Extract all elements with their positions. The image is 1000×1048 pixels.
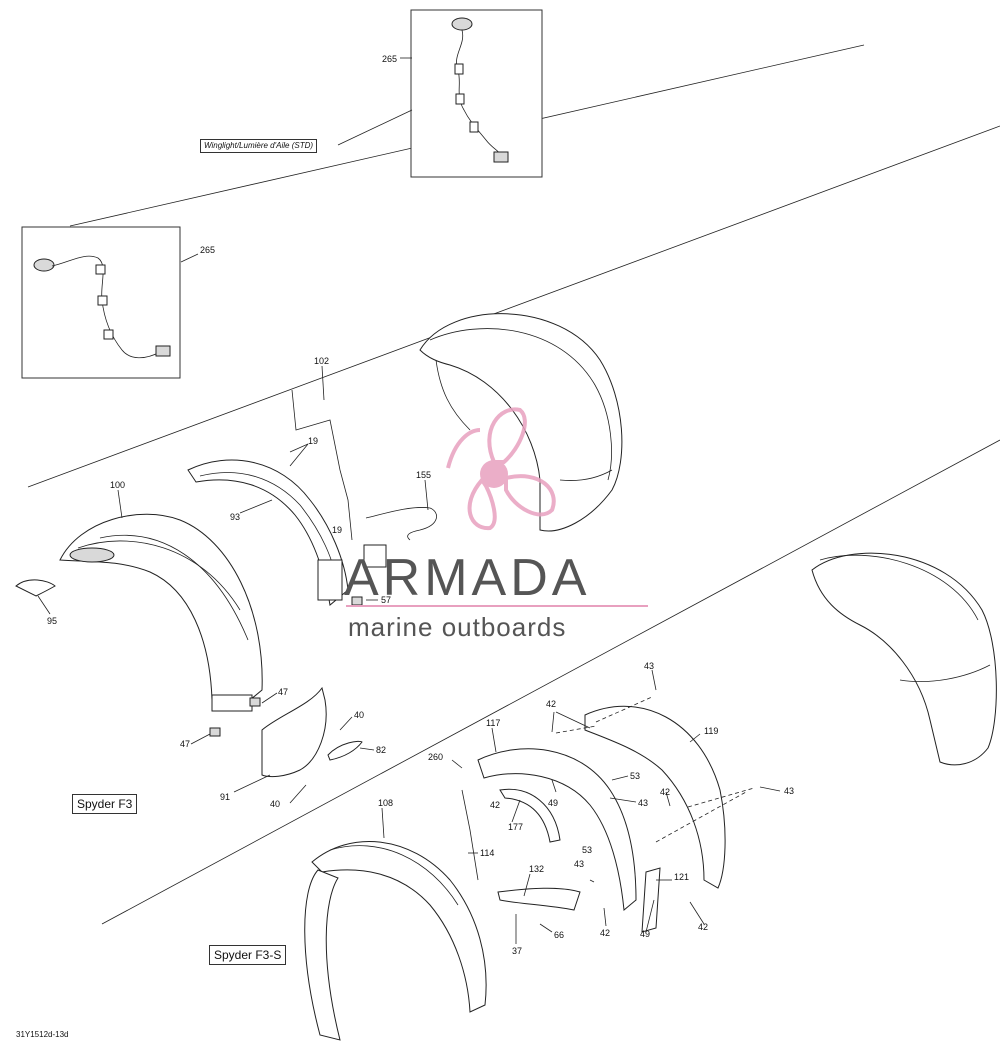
callout-53a: 53 (630, 771, 640, 781)
part-82 (327, 740, 363, 761)
callout-40b: 40 (270, 799, 280, 809)
callout-57: 57 (381, 595, 391, 605)
callout-19b: 19 (332, 525, 342, 535)
reference-code: 31Y1512d-13d (16, 1030, 69, 1039)
callout-43a: 43 (644, 661, 654, 671)
callout-47b: 47 (180, 739, 190, 749)
callout-108: 108 (378, 798, 393, 808)
leader-lines (37, 365, 781, 944)
callout-114: 114 (480, 848, 494, 858)
part-114 (461, 789, 479, 881)
dashline-3 (655, 791, 747, 843)
separator-line-bottom (101, 439, 1000, 925)
callout-42b: 42 (490, 800, 500, 810)
callout-177: 177 (508, 822, 523, 832)
wire-harness-left (33, 255, 171, 359)
leader-winglight (337, 109, 413, 146)
callout-47a: 47 (278, 687, 288, 697)
callout-53b: 53 (582, 845, 592, 855)
bracket-132 (497, 887, 581, 911)
callout-40a: 40 (354, 710, 364, 720)
callout-91: 91 (220, 792, 230, 802)
callout-19a: 19 (308, 436, 318, 446)
winglight-label: Winglight/Lumière d'Aile (STD) (200, 139, 318, 153)
part-102 (291, 389, 353, 541)
fender-108 (304, 840, 487, 1041)
cover-91 (261, 686, 327, 778)
part-95 (15, 579, 56, 597)
callout-265a: 265 (382, 54, 397, 64)
clip-47b (209, 727, 221, 737)
callout-265b: 265 (200, 245, 215, 255)
winglight-box-top (410, 9, 543, 178)
watermark-propeller-icon (446, 407, 556, 531)
callout-95: 95 (47, 616, 57, 626)
callout-49b: 49 (640, 929, 650, 939)
callout-260: 260 (428, 752, 443, 762)
bracket-93 (187, 459, 349, 606)
part-155 (365, 507, 437, 541)
callout-66: 66 (554, 930, 564, 940)
leader-265b (180, 253, 199, 263)
fender-assembly-top-right (419, 313, 623, 532)
dashline-4 (687, 787, 755, 808)
watermark-subtitle: marine outboards (348, 612, 567, 642)
hinge-plate (363, 544, 387, 568)
callout-155: 155 (416, 470, 431, 480)
callout-42c: 42 (660, 787, 670, 797)
fender-119 (584, 705, 726, 889)
trim-177 (499, 788, 561, 843)
spyder-f3s-label: Spyder F3-S (209, 945, 287, 965)
callout-93: 93 (230, 512, 240, 522)
callout-117: 117 (486, 718, 500, 728)
wire-harness-top (451, 17, 509, 163)
callout-37: 37 (512, 946, 522, 956)
separator-line-middle (27, 125, 1000, 488)
fender-117 (477, 748, 637, 911)
callout-49a: 49 (548, 798, 558, 808)
spyder-f3-label: Spyder F3 (72, 794, 138, 814)
watermark-title: ARMADA (344, 549, 591, 607)
clip-47a (249, 697, 261, 707)
callout-43c: 43 (784, 786, 794, 796)
callout-121: 121 (674, 872, 689, 882)
callout-100: 100 (110, 480, 125, 490)
fender-assembly-right (811, 552, 997, 766)
callout-42e: 42 (698, 922, 708, 932)
callout-132: 132 (529, 864, 544, 874)
fender-100 (59, 513, 263, 712)
dashline-2 (595, 696, 653, 723)
trim-121 (641, 867, 661, 933)
callout-43b: 43 (638, 798, 648, 808)
callout-102: 102 (314, 356, 329, 366)
callout-43d: 43 (574, 859, 584, 869)
callout-42d: 42 (600, 928, 610, 938)
callout-42a: 42 (546, 699, 556, 709)
callout-82: 82 (376, 745, 386, 755)
callout-119: 119 (704, 726, 718, 736)
